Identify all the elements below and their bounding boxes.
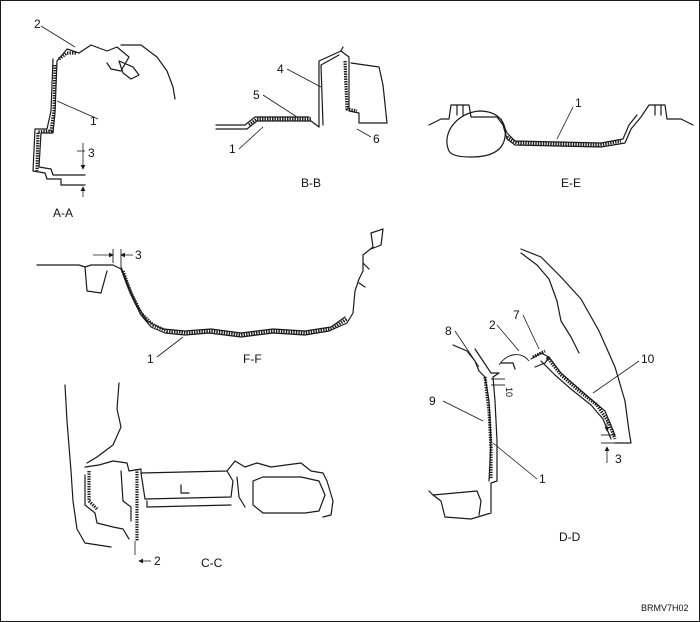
section-f-f: 3 1 F-F (36, 228, 384, 366)
callout-2: 2 (489, 318, 496, 332)
callout-1: 1 (575, 96, 582, 110)
callout-5: 5 (253, 88, 260, 102)
e-e-panel (428, 104, 694, 148)
d-d-sealer (483, 376, 493, 479)
view-title-a-a: A-A (53, 206, 73, 220)
callout-8: 8 (445, 324, 452, 338)
f-f-sealer (121, 270, 190, 335)
a-a-outline (32, 58, 86, 186)
section-d-d: 8 2 7 10 9 10 1 3 D-D (428, 248, 655, 544)
callout-1: 1 (229, 142, 236, 156)
callout-3: 3 (135, 248, 142, 262)
section-e-e: 1 E-E (428, 96, 694, 190)
callout-2: 2 (154, 554, 161, 568)
callout-9: 9 (429, 394, 436, 408)
section-c-c: 2 C-C (64, 382, 334, 570)
callout-1: 1 (539, 472, 546, 486)
e-e-cavity (446, 110, 506, 158)
e-e-sealer (506, 135, 622, 147)
callout-2: 2 (34, 17, 41, 31)
view-title-c-c: C-C (201, 556, 223, 570)
view-title-f-f: F-F (243, 352, 262, 366)
section-a-a: 2 1 3 A-A (32, 17, 176, 220)
callout-1: 1 (147, 352, 154, 366)
figure-code: BRMV7H02 (641, 603, 689, 613)
callout-3: 3 (88, 146, 95, 160)
b-b-sealer (248, 117, 311, 127)
callout-4: 4 (277, 62, 284, 76)
callout-6: 6 (373, 132, 380, 146)
f-f-floor (36, 228, 384, 338)
view-title-d-d: D-D (559, 530, 581, 544)
callout-1: 1 (90, 114, 97, 128)
b-b-floor (215, 120, 320, 130)
section-b-b: 4 5 1 6 B-B (215, 46, 388, 190)
c-c-sealer (87, 471, 99, 511)
view-title-e-e: E-E (561, 176, 581, 190)
callout-3: 3 (615, 452, 622, 466)
view-title-b-b: B-B (301, 176, 321, 190)
a-a-sealer (35, 64, 57, 172)
c-c-outline (64, 384, 112, 548)
callout-10: 10 (641, 352, 655, 366)
dimension-10: 10 (504, 387, 514, 397)
d-d-pillar (520, 248, 632, 444)
callout-7: 7 (513, 308, 520, 322)
